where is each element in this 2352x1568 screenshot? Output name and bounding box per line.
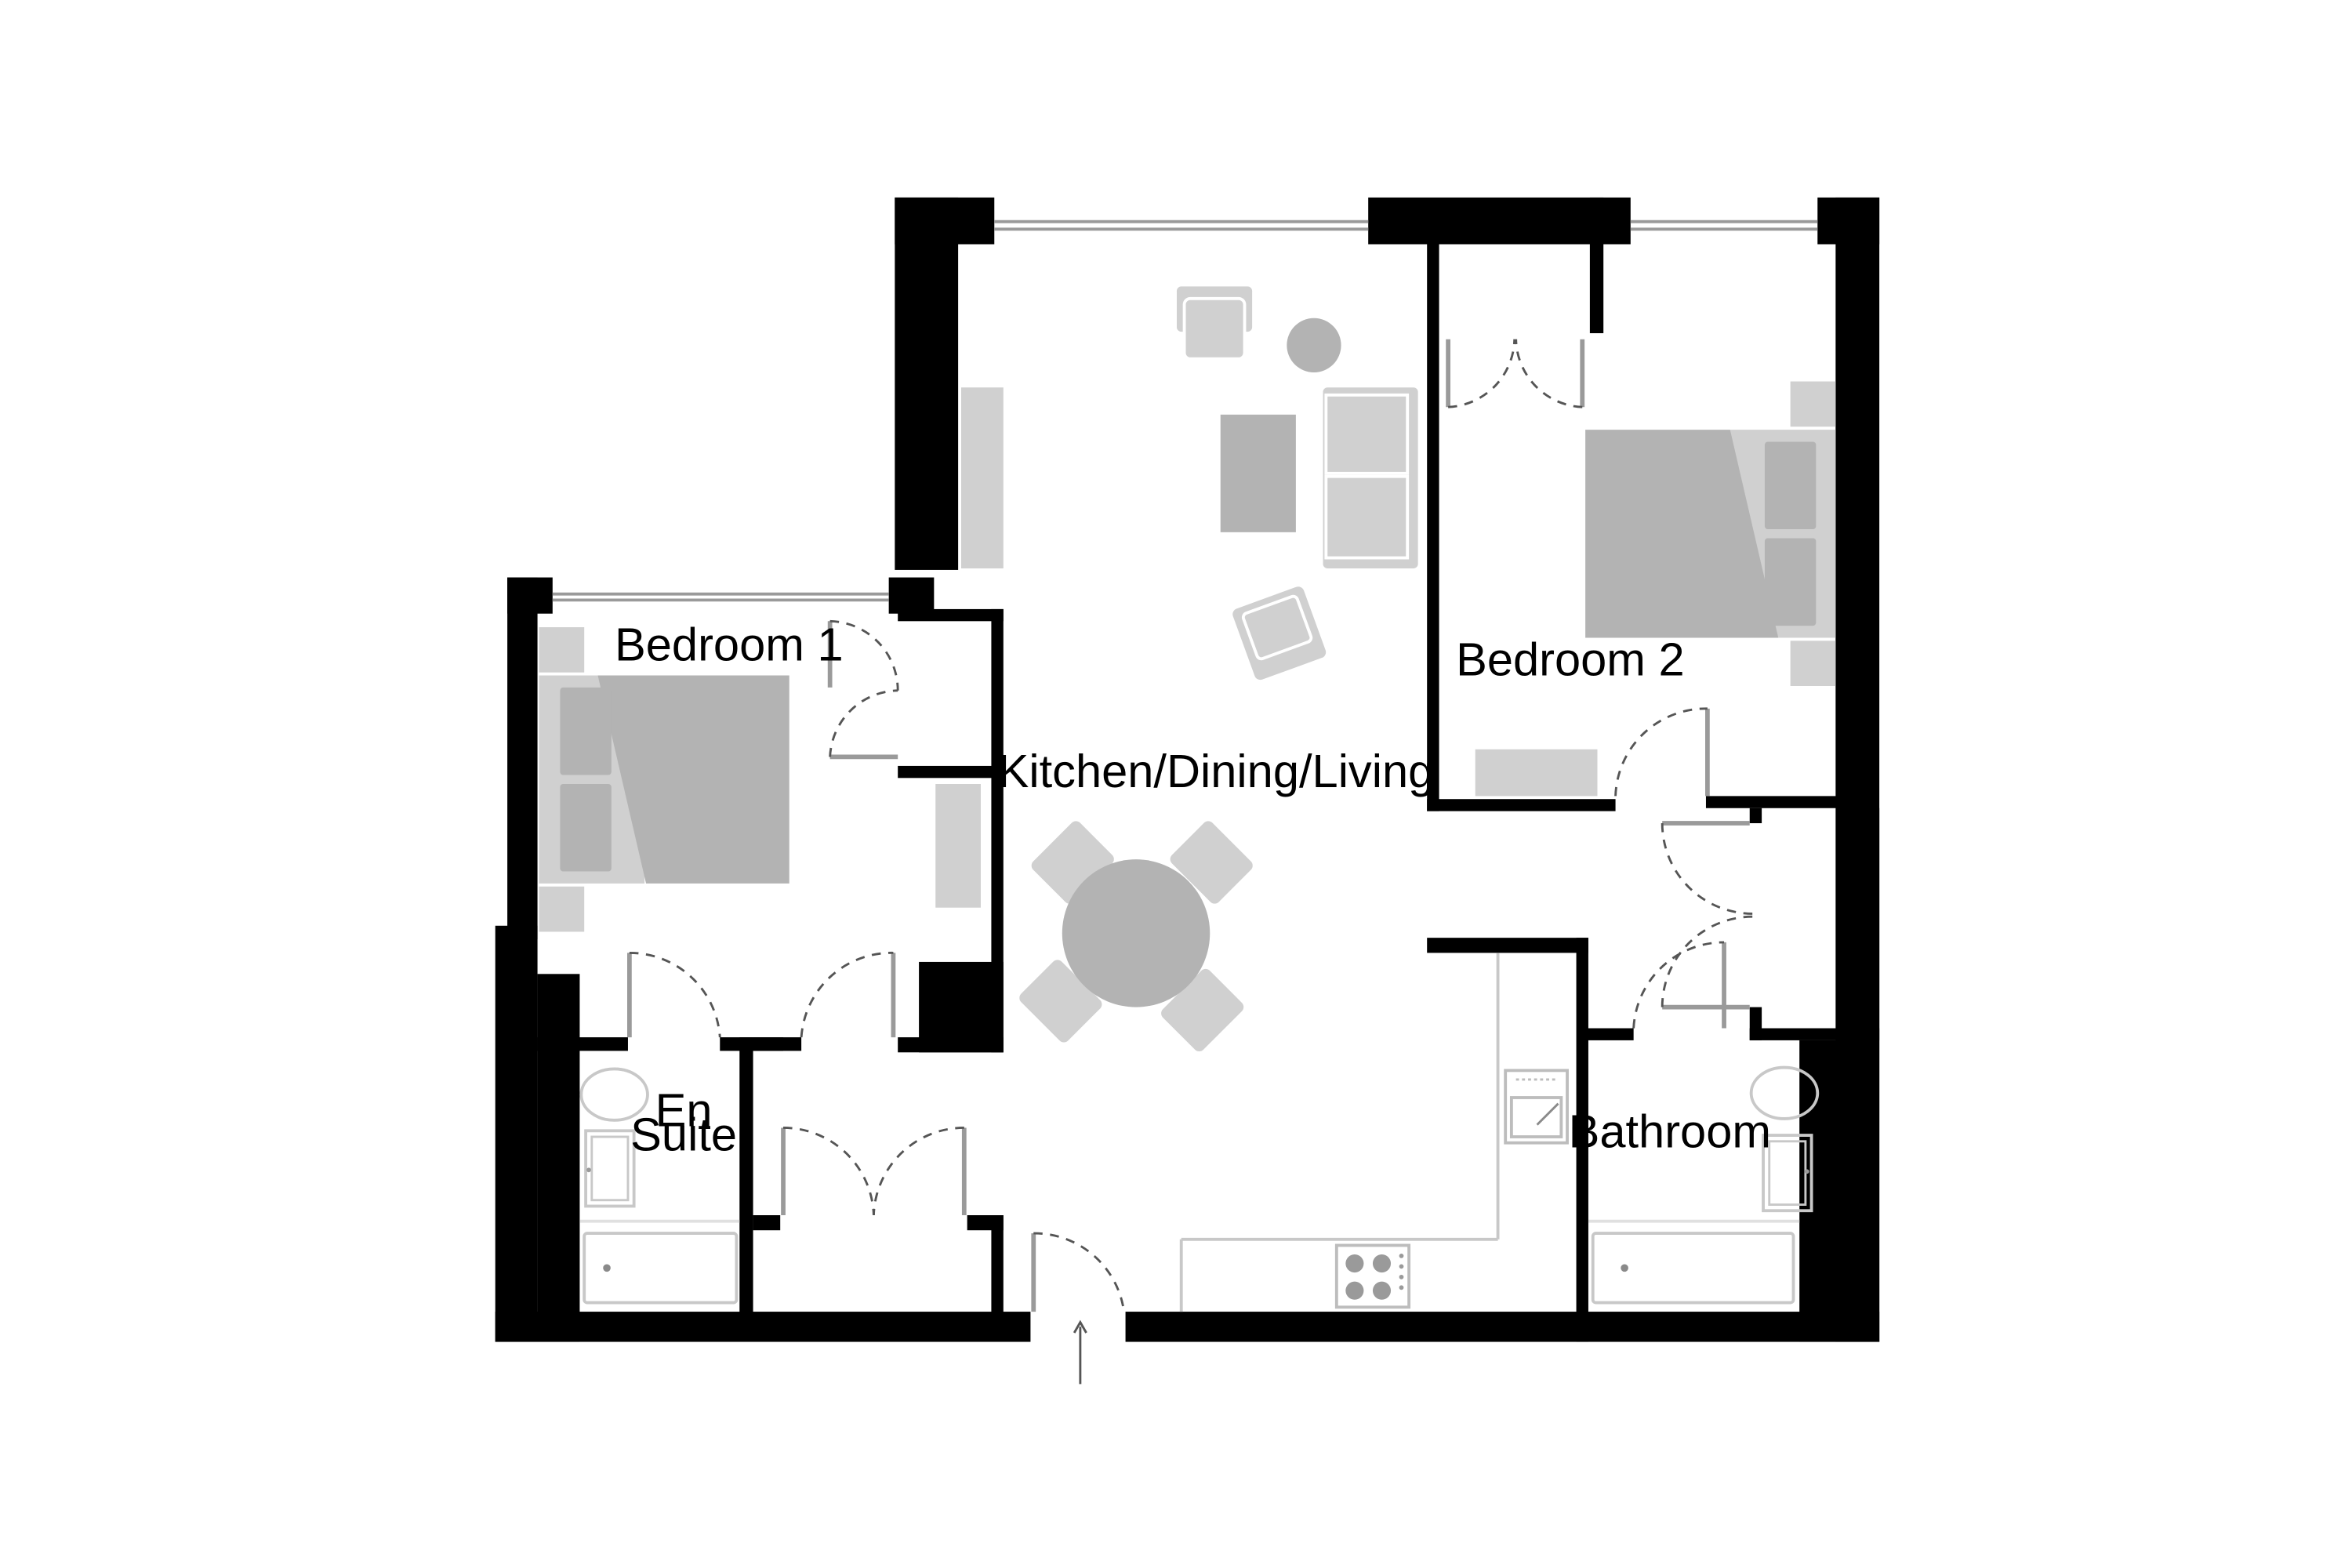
windows <box>552 220 1818 602</box>
entrance-arrow-icon <box>1073 1319 1087 1385</box>
bedroom1-furniture <box>539 627 981 932</box>
sink-icon <box>1504 1069 1569 1145</box>
doors <box>627 339 1753 1312</box>
walls <box>495 197 1880 1342</box>
room-labels: Bedroom 1 Bedroom 2 Kitchen/Dining/Livin… <box>615 618 1771 1160</box>
dining-table <box>1019 821 1253 1052</box>
bathroom-fixtures <box>1588 1065 1820 1305</box>
room-label-en-suite-line2: Suite <box>630 1108 737 1160</box>
kitchen-units <box>1179 953 1569 1312</box>
hob-icon <box>1334 1243 1411 1309</box>
room-label-kitchen-dining-living: Kitchen/Dining/Living <box>998 745 1435 797</box>
ensuite-fixtures <box>579 1067 740 1305</box>
room-label-bedroom-2: Bedroom 2 <box>1456 633 1685 686</box>
room-label-en-suite-line1: En <box>655 1084 713 1137</box>
room-label-bedroom-1: Bedroom 1 <box>615 618 844 670</box>
living-furniture <box>960 286 1418 681</box>
bedroom2-furniture <box>1475 381 1836 797</box>
room-label-bathroom: Bathroom <box>1569 1105 1771 1157</box>
